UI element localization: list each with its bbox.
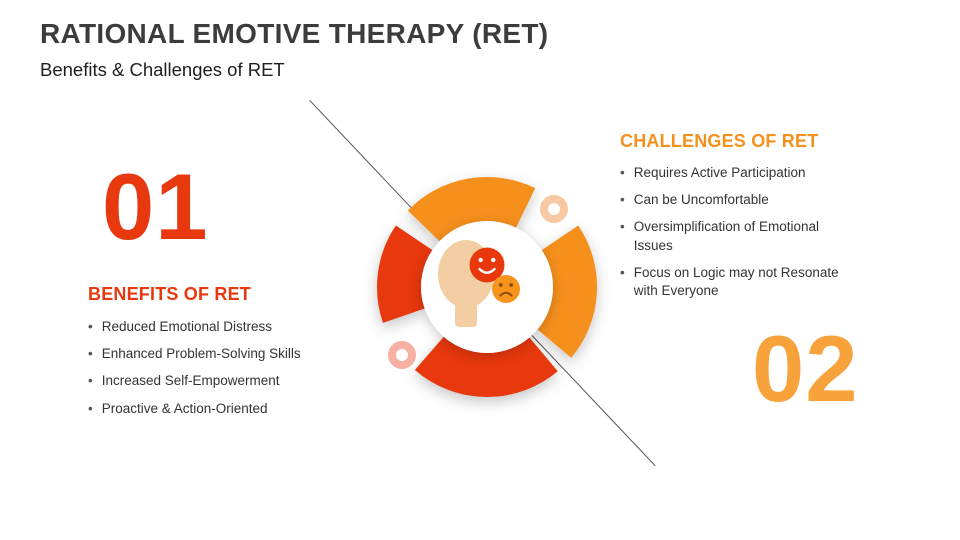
list-item: • Can be Uncomfortable	[620, 191, 852, 209]
orange-arc	[537, 225, 598, 358]
challenges-number: 02	[752, 316, 859, 421]
challenges-heading: CHALLENGES OF RET	[620, 131, 819, 151]
sad-face-icon	[492, 275, 520, 303]
bullet-icon: •	[88, 373, 93, 389]
ring-arcs	[377, 177, 598, 397]
challenges-list: • Requires Active Participation • Can be…	[620, 164, 852, 300]
orange-arc	[407, 177, 536, 242]
list-item: • Proactive & Action-Oriented	[88, 400, 368, 418]
ret-circle-graphic	[377, 177, 598, 397]
slide-subtitle: Benefits & Challenges of RET	[40, 59, 285, 80]
orange-donut-icon	[540, 195, 568, 223]
list-item: • Focus on Logic may not Resonate with E…	[620, 264, 852, 300]
list-item-text: Proactive & Action-Oriented	[101, 400, 268, 416]
benefits-list: • Reduced Emotional Distress • Enhanced …	[88, 318, 368, 418]
list-item: • Oversimplification of Emotional Issues	[620, 218, 852, 254]
benefits-number: 01	[102, 154, 209, 259]
list-item: • Requires Active Participation	[620, 164, 852, 182]
benefits-heading: BENEFITS OF RET	[88, 284, 252, 304]
bullet-icon: •	[620, 165, 625, 180]
list-item-text: Increased Self-Empowerment	[101, 373, 280, 389]
red-donut-icon	[388, 341, 416, 369]
happy-face-icon	[469, 247, 505, 283]
bullet-icon: •	[620, 192, 625, 208]
red-arc	[414, 336, 558, 397]
list-item-text: Enhanced Problem-Solving Skills	[101, 346, 301, 362]
bullet-icon: •	[88, 319, 93, 334]
list-item: • Reduced Emotional Distress	[88, 318, 368, 336]
list-item-text: Reduced Emotional Distress	[101, 319, 273, 334]
list-item-text: Can be Uncomfortable	[633, 192, 769, 208]
list-item: • Enhanced Problem-Solving Skills	[88, 345, 368, 363]
bullet-icon: •	[88, 346, 93, 362]
list-item: • Increased Self-Empowerment	[88, 372, 368, 390]
red-arc	[377, 225, 433, 323]
bullet-icon: •	[620, 264, 625, 280]
slide-title: RATIONAL EMOTIVE THERAPY (RET)	[40, 18, 549, 49]
list-item-text: Requires Active Participation	[633, 165, 806, 180]
bullet-icon: •	[88, 400, 93, 416]
bullet-icon: •	[620, 219, 625, 235]
list-item-text: Focus on Logic may not Resonate with Eve…	[633, 264, 839, 299]
list-item-text: Oversimplification of Emotional Issues	[633, 219, 820, 253]
